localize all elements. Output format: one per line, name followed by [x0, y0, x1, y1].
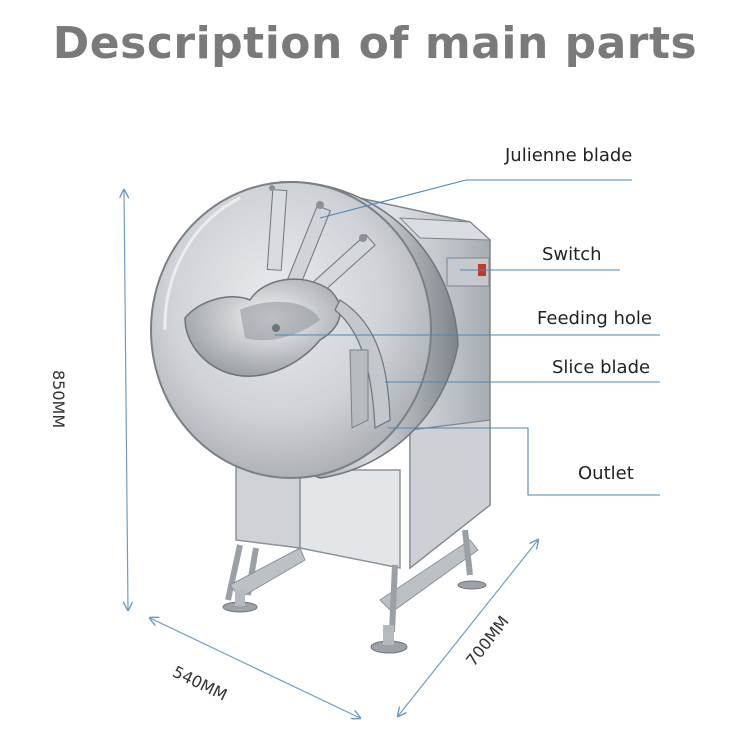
- slice-blade: [334, 299, 391, 429]
- switch-box: [446, 257, 490, 287]
- label-slice-blade: Slice blade: [552, 357, 651, 378]
- leader-lines: [275, 179, 660, 496]
- feeding-hole-bowl: [184, 278, 341, 377]
- leader-outlet: [388, 427, 660, 496]
- label-feeding-hole: Feeding hole: [537, 308, 652, 329]
- label-outlet: Outlet: [578, 463, 634, 484]
- page-title: Description of main parts: [52, 18, 698, 69]
- leader-julienne-blade: [319, 179, 632, 219]
- leveling-feet: [222, 580, 487, 654]
- label-switch: Switch: [542, 244, 602, 265]
- dimension-lines: [124, 190, 538, 718]
- label-julienne-blade: Julienne blade: [505, 145, 633, 166]
- height-dimension-label: 850MM: [49, 370, 68, 429]
- julienne-blade-assembly: [266, 185, 376, 307]
- outlet-chute: [349, 349, 369, 429]
- depth-dimension-line: [398, 540, 538, 716]
- height-dimension-line: [124, 190, 128, 610]
- width-dimension-line: [150, 618, 360, 718]
